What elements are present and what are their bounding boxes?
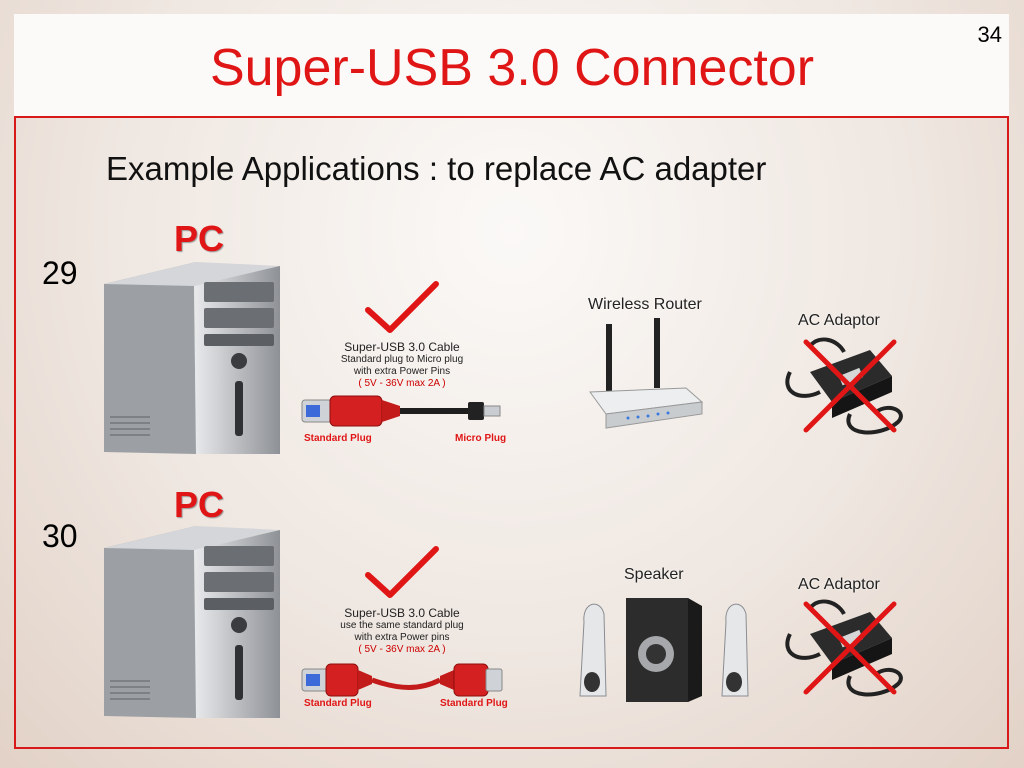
cable-description: Super-USB 3.0 Cable Standard plug to Mic…: [332, 340, 472, 390]
device-label: Wireless Router: [588, 296, 702, 313]
page-number: 34: [977, 22, 1002, 47]
cross-icon: [803, 601, 897, 695]
title-bar: [14, 14, 1009, 118]
pc-label: PC: [174, 218, 225, 259]
pc-tower-icon: [104, 262, 280, 454]
slide-subtitle: Example Applications : to replace AC ada…: [106, 150, 767, 187]
replaced-label: AC Adaptor: [798, 312, 880, 329]
pc-label: PC: [174, 484, 225, 525]
left-plug-label: Standard Plug: [304, 433, 372, 444]
cable-line: Standard plug to Micro plug: [340, 354, 464, 365]
pc-tower-icon: [104, 526, 280, 718]
cable-title: Super-USB 3.0 Cable: [344, 606, 460, 620]
usb-cable-icon: [301, 395, 501, 427]
replaced-label: AC Adaptor: [798, 576, 880, 593]
router-icon: [589, 318, 704, 429]
checkmark-icon: [365, 546, 439, 598]
cable-voltage: ( 5V - 36V max 2A ): [358, 644, 446, 655]
cable-line: with extra Power Pins: [353, 366, 451, 377]
row-number: 29: [42, 255, 78, 291]
speaker-icon: [579, 598, 749, 702]
cable-line: use the same standard plug: [340, 620, 464, 631]
left-plug-label: Standard Plug: [304, 698, 372, 709]
usb-cable-icon: [301, 663, 503, 697]
cable-title: Super-USB 3.0 Cable: [344, 340, 460, 354]
device-label: Speaker: [624, 566, 684, 583]
cable-voltage: ( 5V - 36V max 2A ): [358, 378, 446, 389]
cable-description: Super-USB 3.0 Cable use the same standar…: [332, 606, 472, 656]
cable-line: with extra Power pins: [354, 632, 450, 643]
cross-icon: [803, 339, 897, 433]
row-number: 30: [42, 518, 78, 554]
right-plug-label: Standard Plug: [440, 698, 508, 709]
checkmark-icon: [365, 281, 439, 333]
right-plug-label: Micro Plug: [455, 433, 507, 444]
slide-title: Super-USB 3.0 Connector: [209, 39, 815, 97]
